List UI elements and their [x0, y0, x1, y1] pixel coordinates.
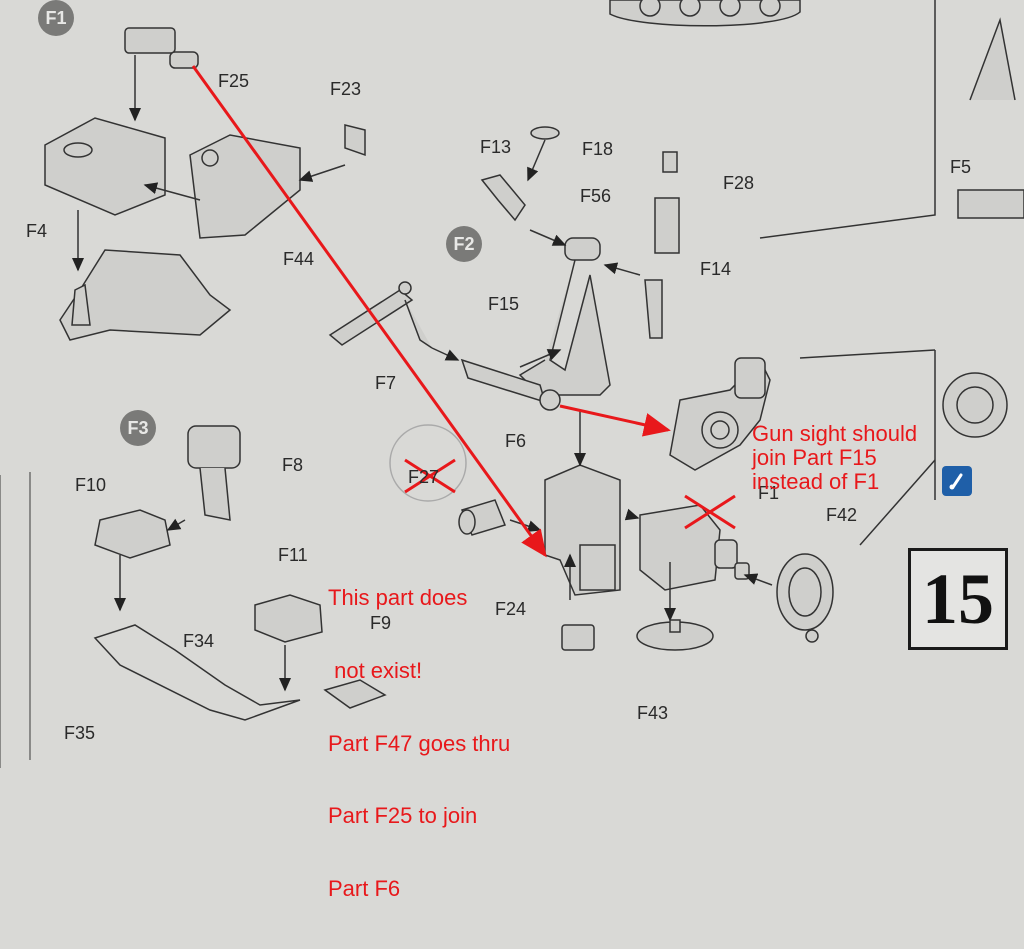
label-f4: F4 [26, 221, 48, 241]
part-f25-panel [143, 134, 346, 239]
part-f11-seat [254, 594, 323, 692]
label-f8: F8 [282, 455, 304, 475]
part-f1-body [624, 504, 773, 622]
label-f35: F35 [64, 723, 96, 743]
part-f24-cap [561, 624, 595, 651]
label-f6: F6 [505, 431, 527, 451]
part-f10-seat [94, 509, 186, 612]
part-f34-frame [93, 624, 301, 721]
part-f4-mount [44, 117, 166, 272]
inset-panel [759, 0, 1024, 546]
label-f15: F15 [488, 294, 520, 314]
info-icon [942, 466, 972, 496]
part-f42-handwheel [776, 553, 834, 643]
annotation-gun-sight-line3: instead of F1 [752, 469, 880, 495]
label-f42: F42 [826, 505, 858, 525]
label-f56: F56 [580, 186, 612, 206]
part-f8-backrest [187, 425, 241, 521]
part-f25-barrel [124, 27, 199, 122]
label-f44: F44 [283, 249, 315, 269]
part-f6-housing [544, 410, 621, 600]
label-f9: F9 [370, 613, 392, 633]
part-f13-lever [480, 126, 560, 222]
part-gun-sight [669, 357, 771, 471]
annotation-missing-line5: Part F6 [328, 875, 401, 901]
part-f27-cylinder [389, 424, 542, 536]
part-f28-sight [644, 151, 680, 339]
label-f18: F18 [582, 139, 614, 159]
badge-f2: F2 [446, 226, 482, 262]
label-f34: F34 [183, 631, 215, 651]
annotation-missing-line1: This part does [328, 585, 468, 611]
part-f23-clip [344, 124, 366, 157]
part-f9-footrest [323, 679, 387, 709]
annotation-gun-sight: Gun sight should join Part F15 instead o… [752, 421, 918, 495]
label-f25: F25 [218, 71, 250, 91]
track-assembly [609, 0, 801, 27]
markup-lines [191, 65, 736, 558]
step-frame [0, 472, 31, 768]
part-f43-base [636, 619, 714, 651]
label-f23: F23 [330, 79, 362, 99]
part-f7-rod [328, 281, 433, 349]
annotation-missing-line3: Part F47 goes thru [328, 730, 511, 756]
annotation-gun-sight-line2: join Part F15 [752, 445, 877, 471]
step-number: 15 [908, 548, 1008, 650]
label-f27: F27 [408, 467, 440, 487]
label-f11: F11 [278, 545, 308, 565]
parts-drawing [0, 0, 1024, 768]
label-f24: F24 [495, 599, 527, 619]
badge-f1: F1 [38, 0, 74, 36]
instruction-sheet: F1 F2 F3 F25 F23 F4 F44 F13 F18 F56 F28 … [0, 0, 1024, 900]
label-f5: F5 [950, 157, 972, 177]
label-f14: F14 [700, 259, 732, 279]
annotation-missing-line4: Part F25 to join [328, 803, 478, 829]
label-f43: F43 [637, 703, 669, 723]
annotation-gun-sight-line1: Gun sight should [752, 421, 918, 446]
label-f28: F28 [723, 173, 755, 193]
label-f1: F1 [758, 483, 780, 503]
annotation-missing-line2: not exist! [328, 657, 423, 683]
label-f13: F13 [480, 137, 512, 157]
part-f56-stand [518, 229, 641, 396]
badge-f3: F3 [120, 410, 156, 446]
label-f7: F7 [375, 373, 397, 393]
label-f10: F10 [75, 475, 107, 495]
annotation-missing-part: This part does not exist! Part F47 goes … [328, 538, 510, 949]
part-f15-shaft [431, 347, 562, 411]
part-f44-bracket [59, 249, 232, 341]
